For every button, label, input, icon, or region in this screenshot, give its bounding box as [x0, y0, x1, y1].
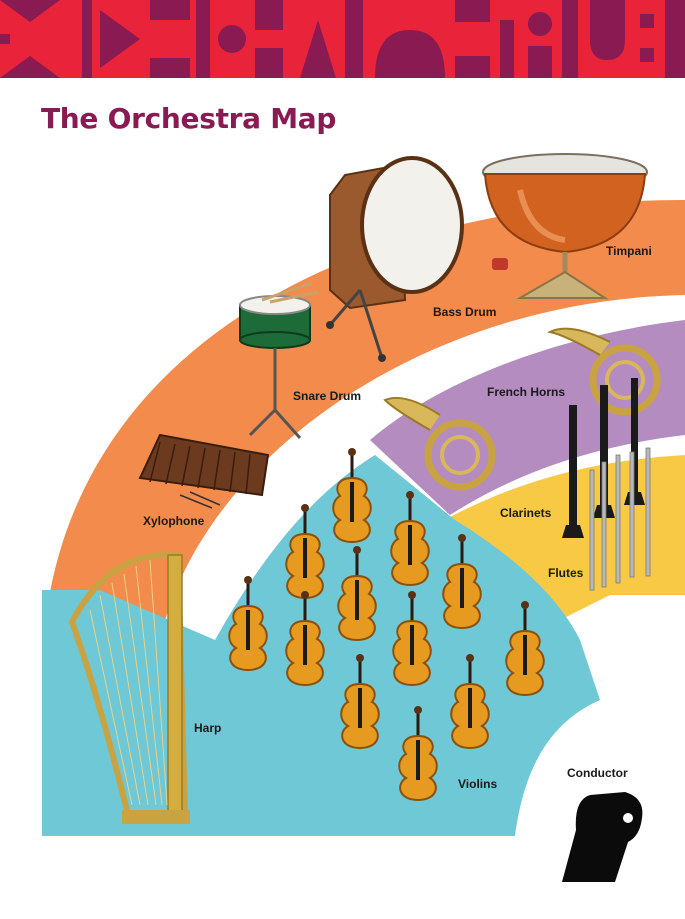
label-flutes: Flutes: [548, 566, 584, 580]
decorative-pattern-banner: [0, 0, 685, 78]
label-xylophone: Xylophone: [143, 514, 205, 528]
label-snare-drum: Snare Drum: [293, 389, 362, 403]
label-timpani: Timpani: [606, 244, 652, 258]
flute-icon: [589, 447, 651, 591]
harp-icon: [68, 551, 190, 824]
page-title: The Orchestra Map: [41, 102, 337, 135]
clarinet-icon: [562, 378, 645, 538]
conductor-hand-icon: [562, 792, 643, 882]
bass-drum-icon: [326, 156, 464, 362]
french-horn-icon: [383, 327, 661, 491]
label-violins: Violins: [458, 777, 498, 791]
label-bass-drum: Bass Drum: [433, 305, 497, 319]
woodwinds-section: [435, 455, 685, 640]
percussion-section: [42, 200, 685, 836]
snare-drum-icon: [239, 281, 319, 439]
label-conductor: Conductor: [567, 766, 628, 780]
timpani-icon: [482, 153, 648, 299]
label-clarinets: Clarinets: [500, 506, 552, 520]
label-harp: Harp: [194, 721, 222, 735]
label-french-horns: French Horns: [487, 385, 566, 399]
xylophone-icon: [138, 433, 270, 509]
brass-section: [370, 320, 685, 515]
conductor-area: [515, 736, 685, 836]
